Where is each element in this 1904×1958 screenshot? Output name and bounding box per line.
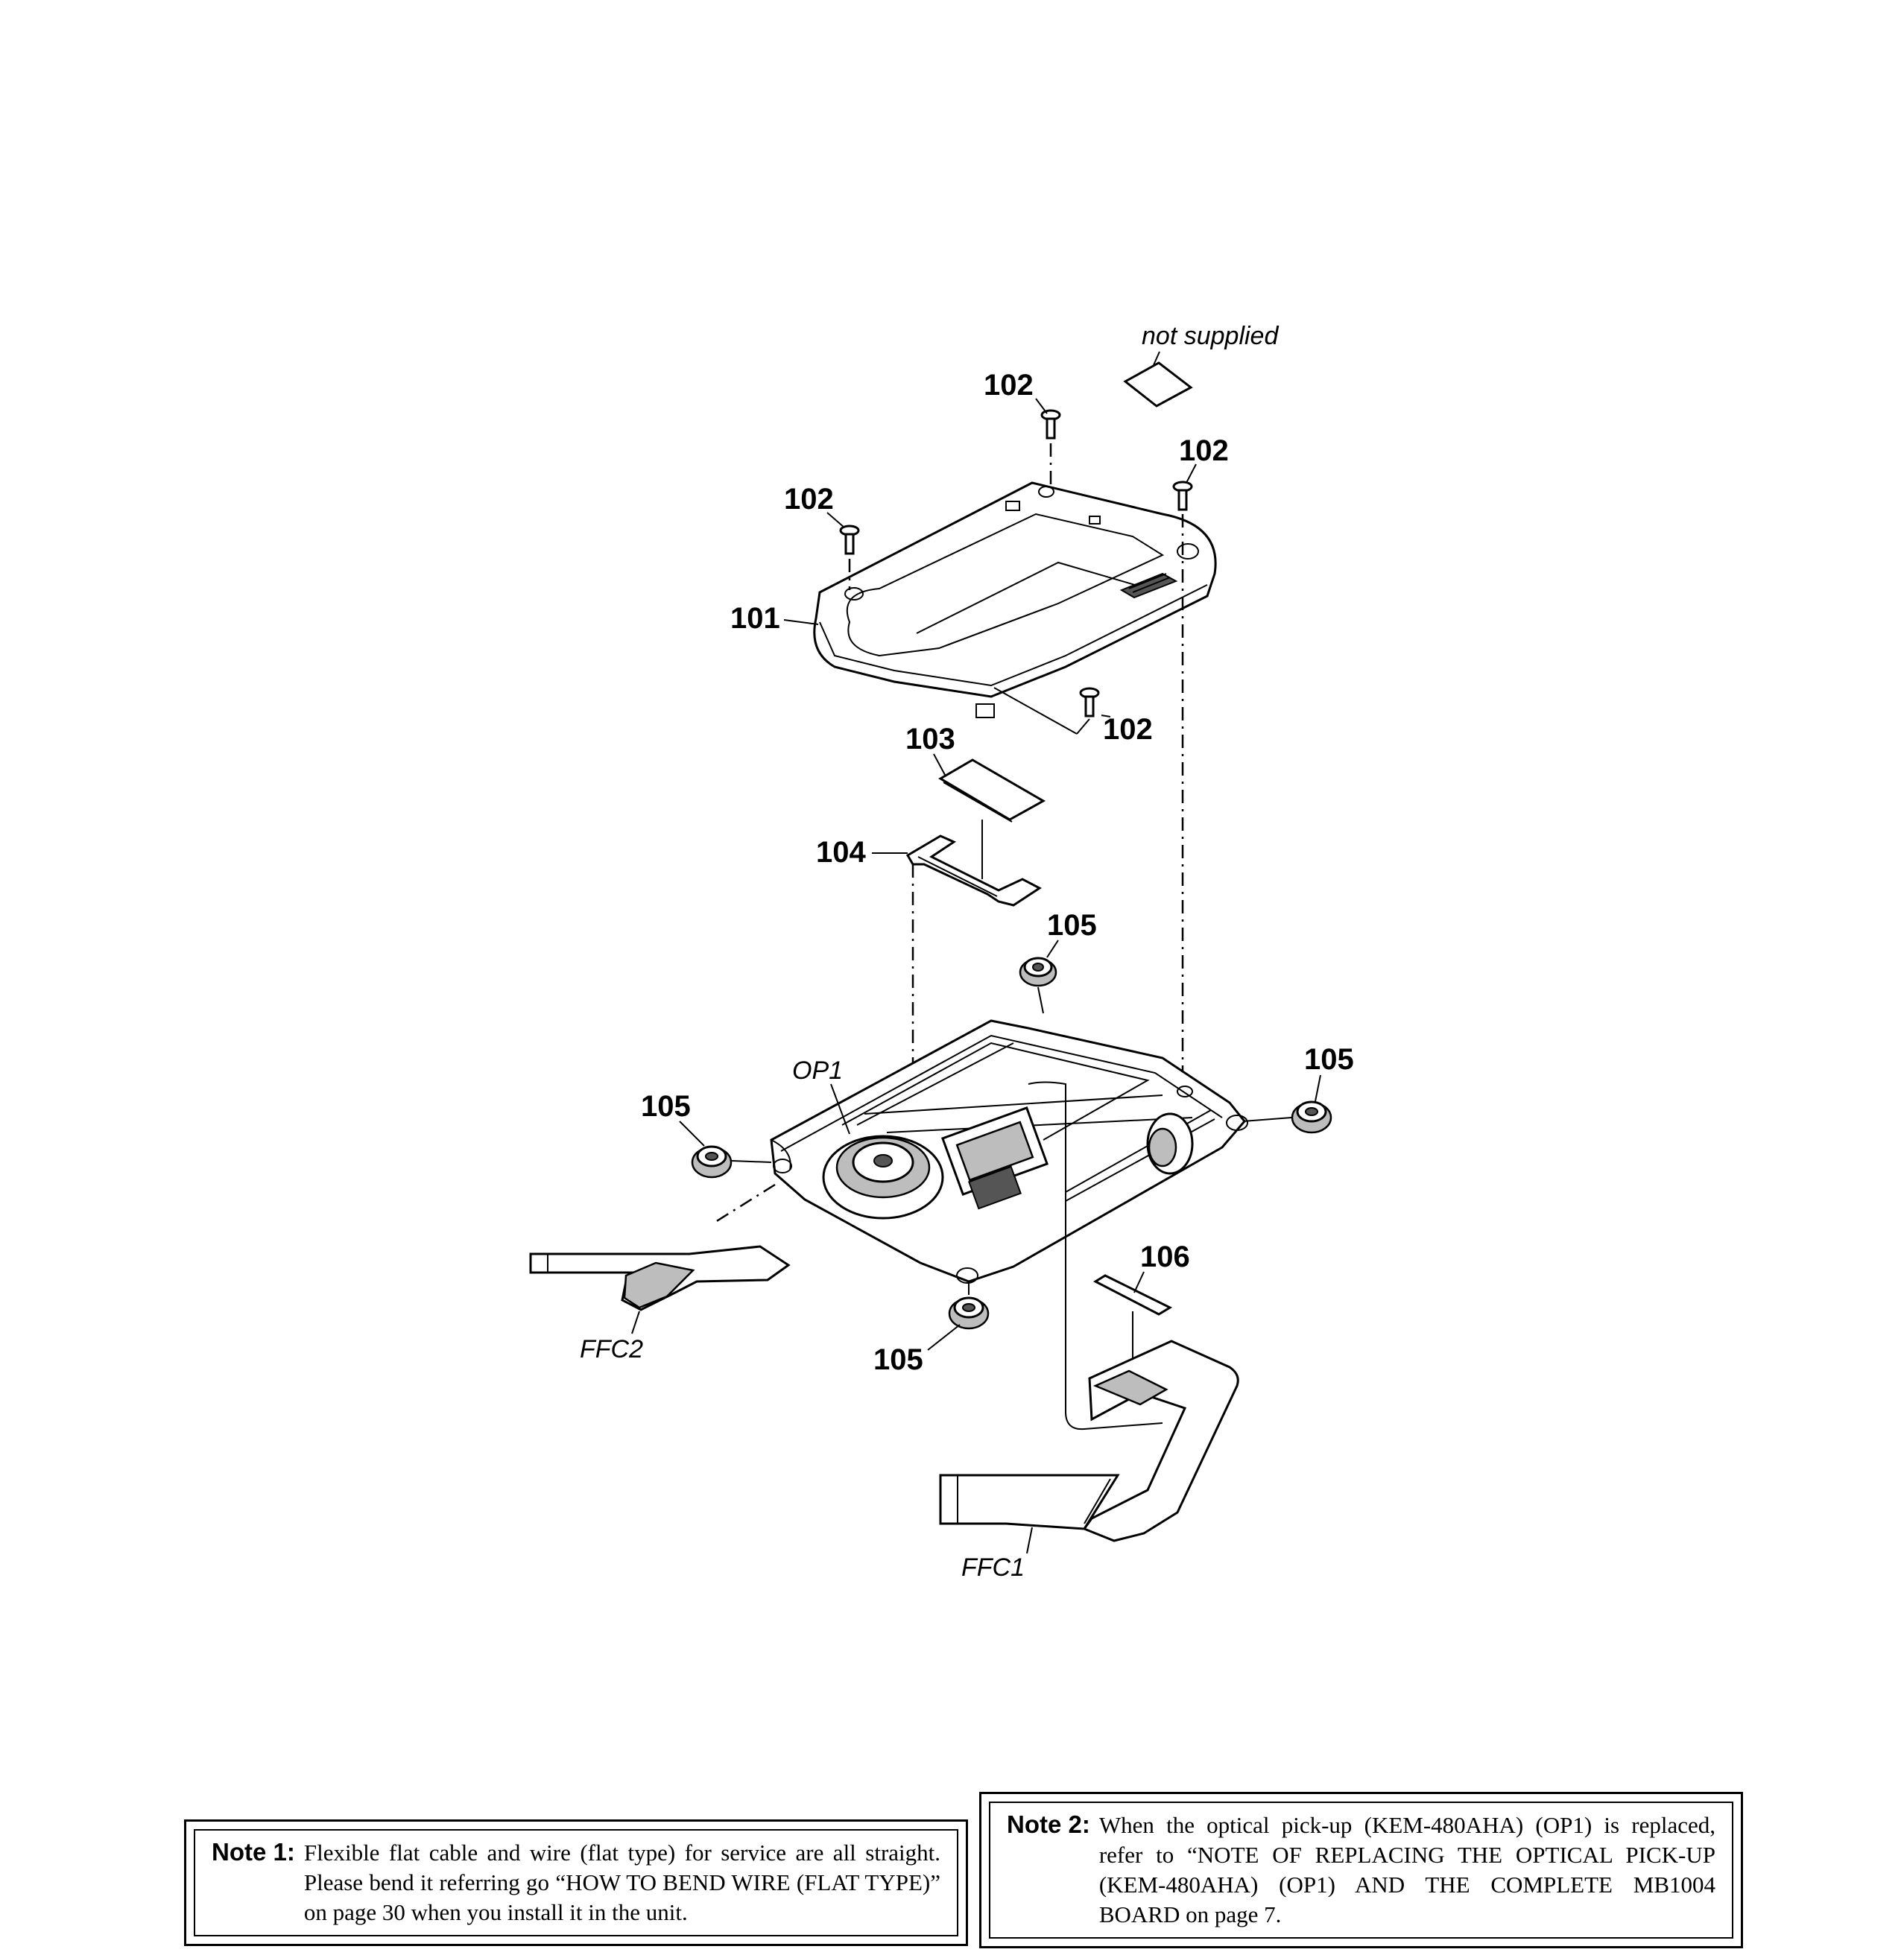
part-101-cover-plate: 101: [730, 481, 1217, 718]
note-1-heading: Note 1:: [212, 1838, 295, 1866]
label-op1: OP1: [792, 1056, 843, 1085]
note-2-heading: Note 2:: [1007, 1810, 1090, 1838]
label-105-bottom: 105: [873, 1343, 923, 1376]
label-ffc1: FFC1: [961, 1553, 1025, 1582]
label-106: 106: [1140, 1241, 1190, 1273]
screw-icon: [1172, 481, 1193, 1088]
ffc1-flat-cable: FFC1: [939, 1340, 1239, 1582]
ffc2-flat-cable: FFC2: [529, 1183, 791, 1363]
part-105-dampers: 105 105 105 105: [641, 909, 1354, 1376]
screw-icon: [1040, 409, 1061, 484]
cover-connector-slot: [1119, 572, 1178, 599]
label-103: 103: [905, 723, 955, 755]
damper-icon: [691, 1145, 772, 1179]
label-102-top: 102: [984, 369, 1034, 402]
label-101: 101: [730, 602, 780, 635]
screw-icon: [1079, 687, 1100, 717]
screw-icon: [839, 525, 860, 590]
label-105-left: 105: [641, 1090, 691, 1123]
damper-icon: [1242, 1100, 1332, 1134]
label-105-top: 105: [1047, 909, 1097, 942]
label-102-left: 102: [784, 483, 834, 516]
note-2-text: When the optical pick-up (KEM-480AHA) (O…: [1098, 1812, 1715, 1927]
spindle-motor: [822, 1135, 944, 1220]
damper-icon: [948, 1278, 990, 1330]
not-supplied-sheet: not supplied: [1123, 322, 1279, 408]
note-1-box: Note 1: Flexible flat cable and wire (fl…: [184, 1819, 968, 1946]
label-ffc2: FFC2: [580, 1335, 643, 1363]
label-102-right: 102: [1179, 434, 1229, 467]
sled-motor: [1146, 1112, 1194, 1175]
label-105-right: 105: [1304, 1043, 1354, 1076]
damper-icon: [1019, 957, 1057, 1014]
note-2-box: Note 2: When the optical pick-up (KEM-48…: [979, 1792, 1743, 1948]
label-102-bottom: 102: [1103, 713, 1153, 746]
part-102-screws: 102 102 102 102: [784, 369, 1229, 1088]
note-1-text: Flexible flat cable and wire (flat type)…: [303, 1840, 940, 1925]
label-104: 104: [816, 836, 866, 869]
op1-optical-pickup: OP1: [770, 1019, 1248, 1431]
part-103-sheet: 103: [905, 723, 1046, 879]
not-supplied-label: not supplied: [1142, 322, 1279, 350]
